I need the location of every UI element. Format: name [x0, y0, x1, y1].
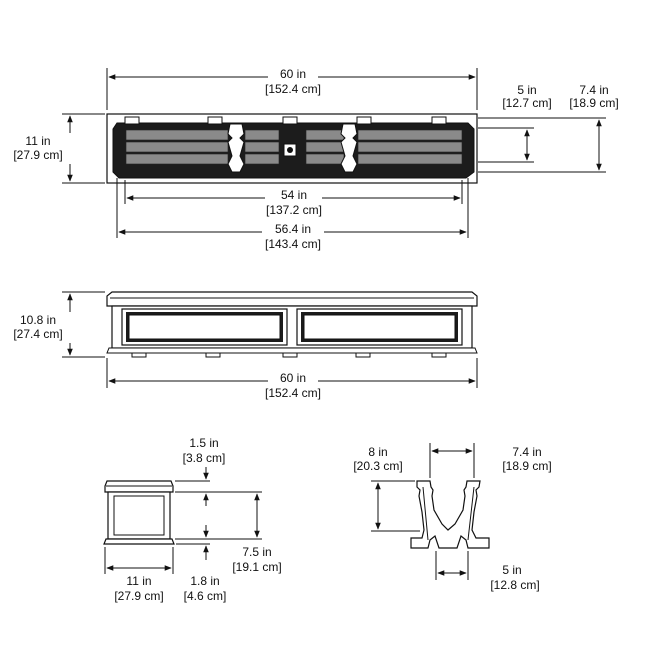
- clip: [282, 116, 298, 125]
- front-feet: [131, 352, 447, 358]
- section-depth-cm: [20.3 cm]: [353, 459, 402, 473]
- tray-length-cm: [143.4 cm]: [265, 237, 321, 251]
- section-bottom-width-cm: [12.8 cm]: [490, 578, 539, 592]
- top-width-cm: [27.9 cm]: [13, 148, 62, 162]
- front-height-cm: [27.4 cm]: [13, 327, 62, 341]
- support-brackets: [227, 123, 358, 173]
- top-inner-width-in: 7.4 in: [579, 83, 608, 97]
- base-height-in: 1.8 in: [190, 574, 219, 588]
- inner-length-cm: [137.2 cm]: [266, 203, 322, 217]
- fill-port-hole: [287, 147, 293, 153]
- rim-height-in: 1.5 in: [189, 436, 218, 450]
- grille-panels: [125, 129, 463, 165]
- top-width-in: 11 in: [25, 134, 50, 148]
- section-top-width-in: 7.4 in: [512, 445, 541, 459]
- front-panel-right-face: [303, 314, 456, 340]
- front-length-cm: [152.4 cm]: [265, 386, 321, 400]
- reservoir-width-cm: [12.7 cm]: [502, 96, 551, 110]
- section-depth-in: 8 in: [368, 445, 387, 459]
- front-view: 10.8 in [27.4 cm] 60 in [152.4 cm]: [13, 291, 478, 400]
- panel-height-cm: [19.1 cm]: [232, 560, 281, 574]
- inner-length-in: 54 in: [281, 188, 307, 202]
- section-view: 8 in [20.3 cm] 7.4 in [18.9 cm] 5 in [12…: [353, 443, 552, 592]
- top-view: 60 in [152.4 cm]: [13, 67, 618, 251]
- clip: [431, 116, 447, 125]
- front-length-in: 60 in: [280, 371, 306, 385]
- top-length-in: 60 in: [280, 67, 306, 81]
- clip: [124, 116, 140, 125]
- rim-height-cm: [3.8 cm]: [183, 451, 226, 465]
- side-base: [103, 538, 175, 545]
- side-depth-in: 11 in: [126, 574, 151, 588]
- front-panel-left-face: [128, 314, 281, 340]
- top-length-cm: [152.4 cm]: [265, 82, 321, 96]
- tray-length-in: 56.4 in: [275, 222, 311, 236]
- reservoir-width-in: 5 in: [517, 83, 536, 97]
- front-height-in: 10.8 in: [20, 313, 56, 327]
- panel-height-in: 7.5 in: [242, 545, 271, 559]
- clip: [207, 116, 223, 125]
- top-inner-width-cm: [18.9 cm]: [569, 96, 618, 110]
- side-panel: [113, 495, 165, 536]
- section-top-width-cm: [18.9 cm]: [502, 459, 551, 473]
- front-top-rim: [106, 291, 478, 307]
- side-view: 1.5 in [3.8 cm] 7.5 in [19.1 cm] 1.8 in …: [103, 436, 282, 603]
- front-base: [106, 347, 478, 354]
- clip: [356, 116, 372, 125]
- section-bottom-width-in: 5 in: [502, 563, 521, 577]
- section-profile: [410, 480, 490, 549]
- base-height-cm: [4.6 cm]: [184, 589, 227, 603]
- side-depth-cm: [27.9 cm]: [114, 589, 163, 603]
